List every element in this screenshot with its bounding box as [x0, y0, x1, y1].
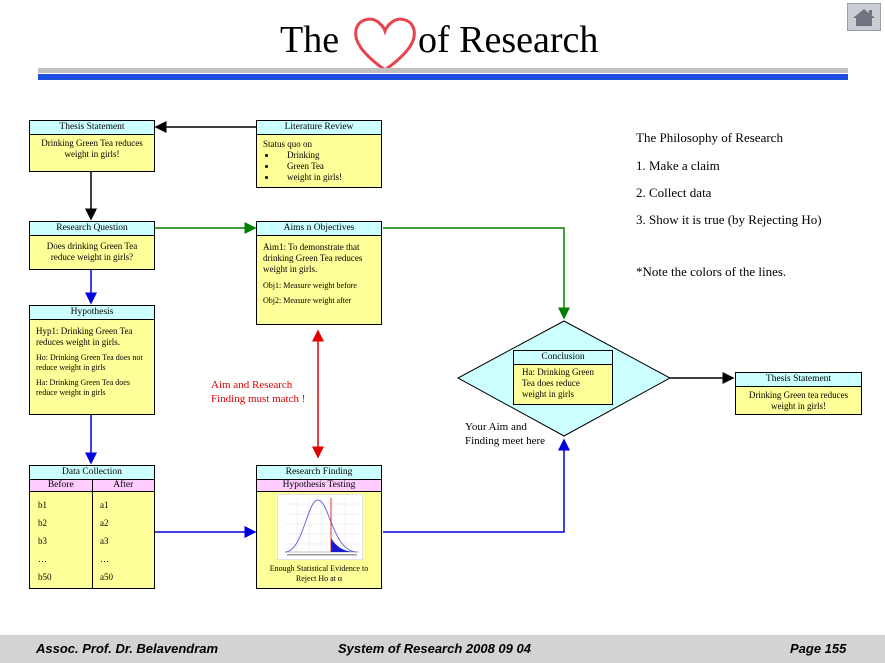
match-note-line: Aim and Research	[211, 379, 293, 391]
footer-page-number: Page 155	[790, 641, 847, 656]
conclusion-text: Ha: Drinking Green Tea does reduce weigh…	[522, 367, 594, 399]
thesis-statement-text: Drinking Green Tea reduces weight in gir…	[41, 138, 143, 159]
literature-review-bullet: Drinking	[277, 150, 375, 161]
hypothesis-1-text: Hyp1: Drinking Green Tea reduces weight …	[36, 326, 133, 347]
objective-2-text: Obj2: Measure weight after	[263, 296, 352, 305]
thesis-statement-final-box: Thesis Statement Drinking Green tea redu…	[735, 372, 862, 415]
meet-note: Your Aim and Finding meet here	[465, 420, 545, 448]
footer-author: Assoc. Prof. Dr. Belavendram	[36, 641, 219, 656]
research-finding-caption: Enough Statistical Evidence to Reject Ho…	[269, 564, 369, 583]
slide-title: The of Research	[0, 16, 885, 72]
meet-note-line: Finding meet here	[465, 435, 546, 447]
objective-1-text: Obj1: Measure weight before	[263, 281, 357, 290]
thesis-statement-final-text: Drinking Green tea reduces weight in gir…	[748, 390, 849, 411]
alternative-hypothesis-text: Ha: Drinking Green Tea does reduce weigh…	[36, 378, 130, 397]
before-value: b3	[38, 536, 47, 546]
after-value: a1	[100, 500, 109, 510]
after-column: a1 a2 a3 … a50	[92, 492, 154, 588]
conclusion-header: Conclusion	[514, 351, 612, 365]
before-column-header: Before	[30, 480, 93, 491]
thesis-statement-header: Thesis Statement	[30, 121, 154, 135]
thesis-statement-box: Thesis Statement Drinking Green Tea redu…	[29, 120, 155, 172]
title-rule-gray	[38, 68, 848, 73]
aims-objectives-box: Aims n Objectives Aim1: To demonstrate t…	[256, 221, 382, 325]
aims-objectives-header: Aims n Objectives	[257, 222, 381, 236]
arrow-finding-to-conclusion	[383, 438, 570, 533]
data-collection-header: Data Collection	[30, 466, 154, 480]
heart-icon	[354, 17, 416, 72]
conclusion-box: Conclusion Ha: Drinking Green Tea does r…	[513, 350, 613, 405]
home-button[interactable]	[847, 3, 881, 31]
home-icon	[853, 9, 875, 26]
before-value: b2	[38, 518, 47, 528]
column-divider	[92, 492, 93, 588]
data-collection-box: Data Collection Before After b1 b2 b3 … …	[29, 465, 155, 589]
slide-footer: Assoc. Prof. Dr. Belavendram System of R…	[0, 635, 885, 663]
after-column-header: After	[113, 480, 134, 490]
match-note-line: Finding must match !	[211, 393, 306, 405]
before-column: b1 b2 b3 … b50	[30, 492, 92, 588]
philosophy-item: 2. Collect data	[636, 185, 712, 200]
philosophy-note: *Note the colors of the lines.	[636, 264, 787, 279]
literature-review-header: Literature Review	[257, 121, 381, 135]
before-value: b50	[38, 572, 52, 582]
hypothesis-header: Hypothesis	[30, 306, 154, 320]
philosophy-heading: The Philosophy of Research	[636, 130, 783, 145]
meet-note-line: Your Aim and	[465, 421, 527, 433]
null-hypothesis-text: Ho: Drinking Green Tea does not reduce w…	[36, 353, 143, 372]
hypothesis-test-plot	[277, 494, 363, 560]
literature-review-bullet: Green Tea	[277, 161, 375, 172]
research-question-header: Research Question	[30, 222, 154, 236]
title-rule-blue	[38, 74, 848, 80]
literature-review-intro: Status quo on	[263, 139, 313, 149]
philosophy-item: 3. Show it is true (by Rejecting Ho)	[636, 212, 822, 227]
literature-review-box: Literature Review Status quo on Drinking…	[256, 120, 382, 188]
before-value: …	[38, 554, 47, 564]
after-value: a3	[100, 536, 109, 546]
after-value: a50	[100, 572, 113, 582]
hypothesis-testing-subheader: Hypothesis Testing	[257, 480, 381, 492]
research-question-text: Does drinking Green Tea reduce weight in…	[46, 241, 138, 262]
literature-review-bullet: weight in girls!	[277, 172, 375, 183]
title-left-text: The	[280, 19, 340, 61]
research-question-box: Research Question Does drinking Green Te…	[29, 221, 155, 270]
research-finding-header: Research Finding	[257, 466, 381, 480]
arrow-aims-to-conclusion	[383, 227, 570, 320]
philosophy-item: 1. Make a claim	[636, 158, 720, 173]
thesis-statement-final-header: Thesis Statement	[736, 373, 861, 387]
hypothesis-box: Hypothesis Hyp1: Drinking Green Tea redu…	[29, 305, 155, 415]
aim-1-text: Aim1: To demonstrate that drinking Green…	[263, 242, 363, 274]
match-note: Aim and Research Finding must match !	[211, 378, 305, 406]
title-right-text: of Research	[418, 19, 599, 61]
after-value: a2	[100, 518, 109, 528]
footer-title: System of Research 2008 09 04	[338, 641, 531, 656]
before-value: b1	[38, 500, 47, 510]
after-value: …	[100, 554, 109, 564]
research-finding-box: Research Finding Hypothesis Testing Enou…	[256, 465, 382, 589]
